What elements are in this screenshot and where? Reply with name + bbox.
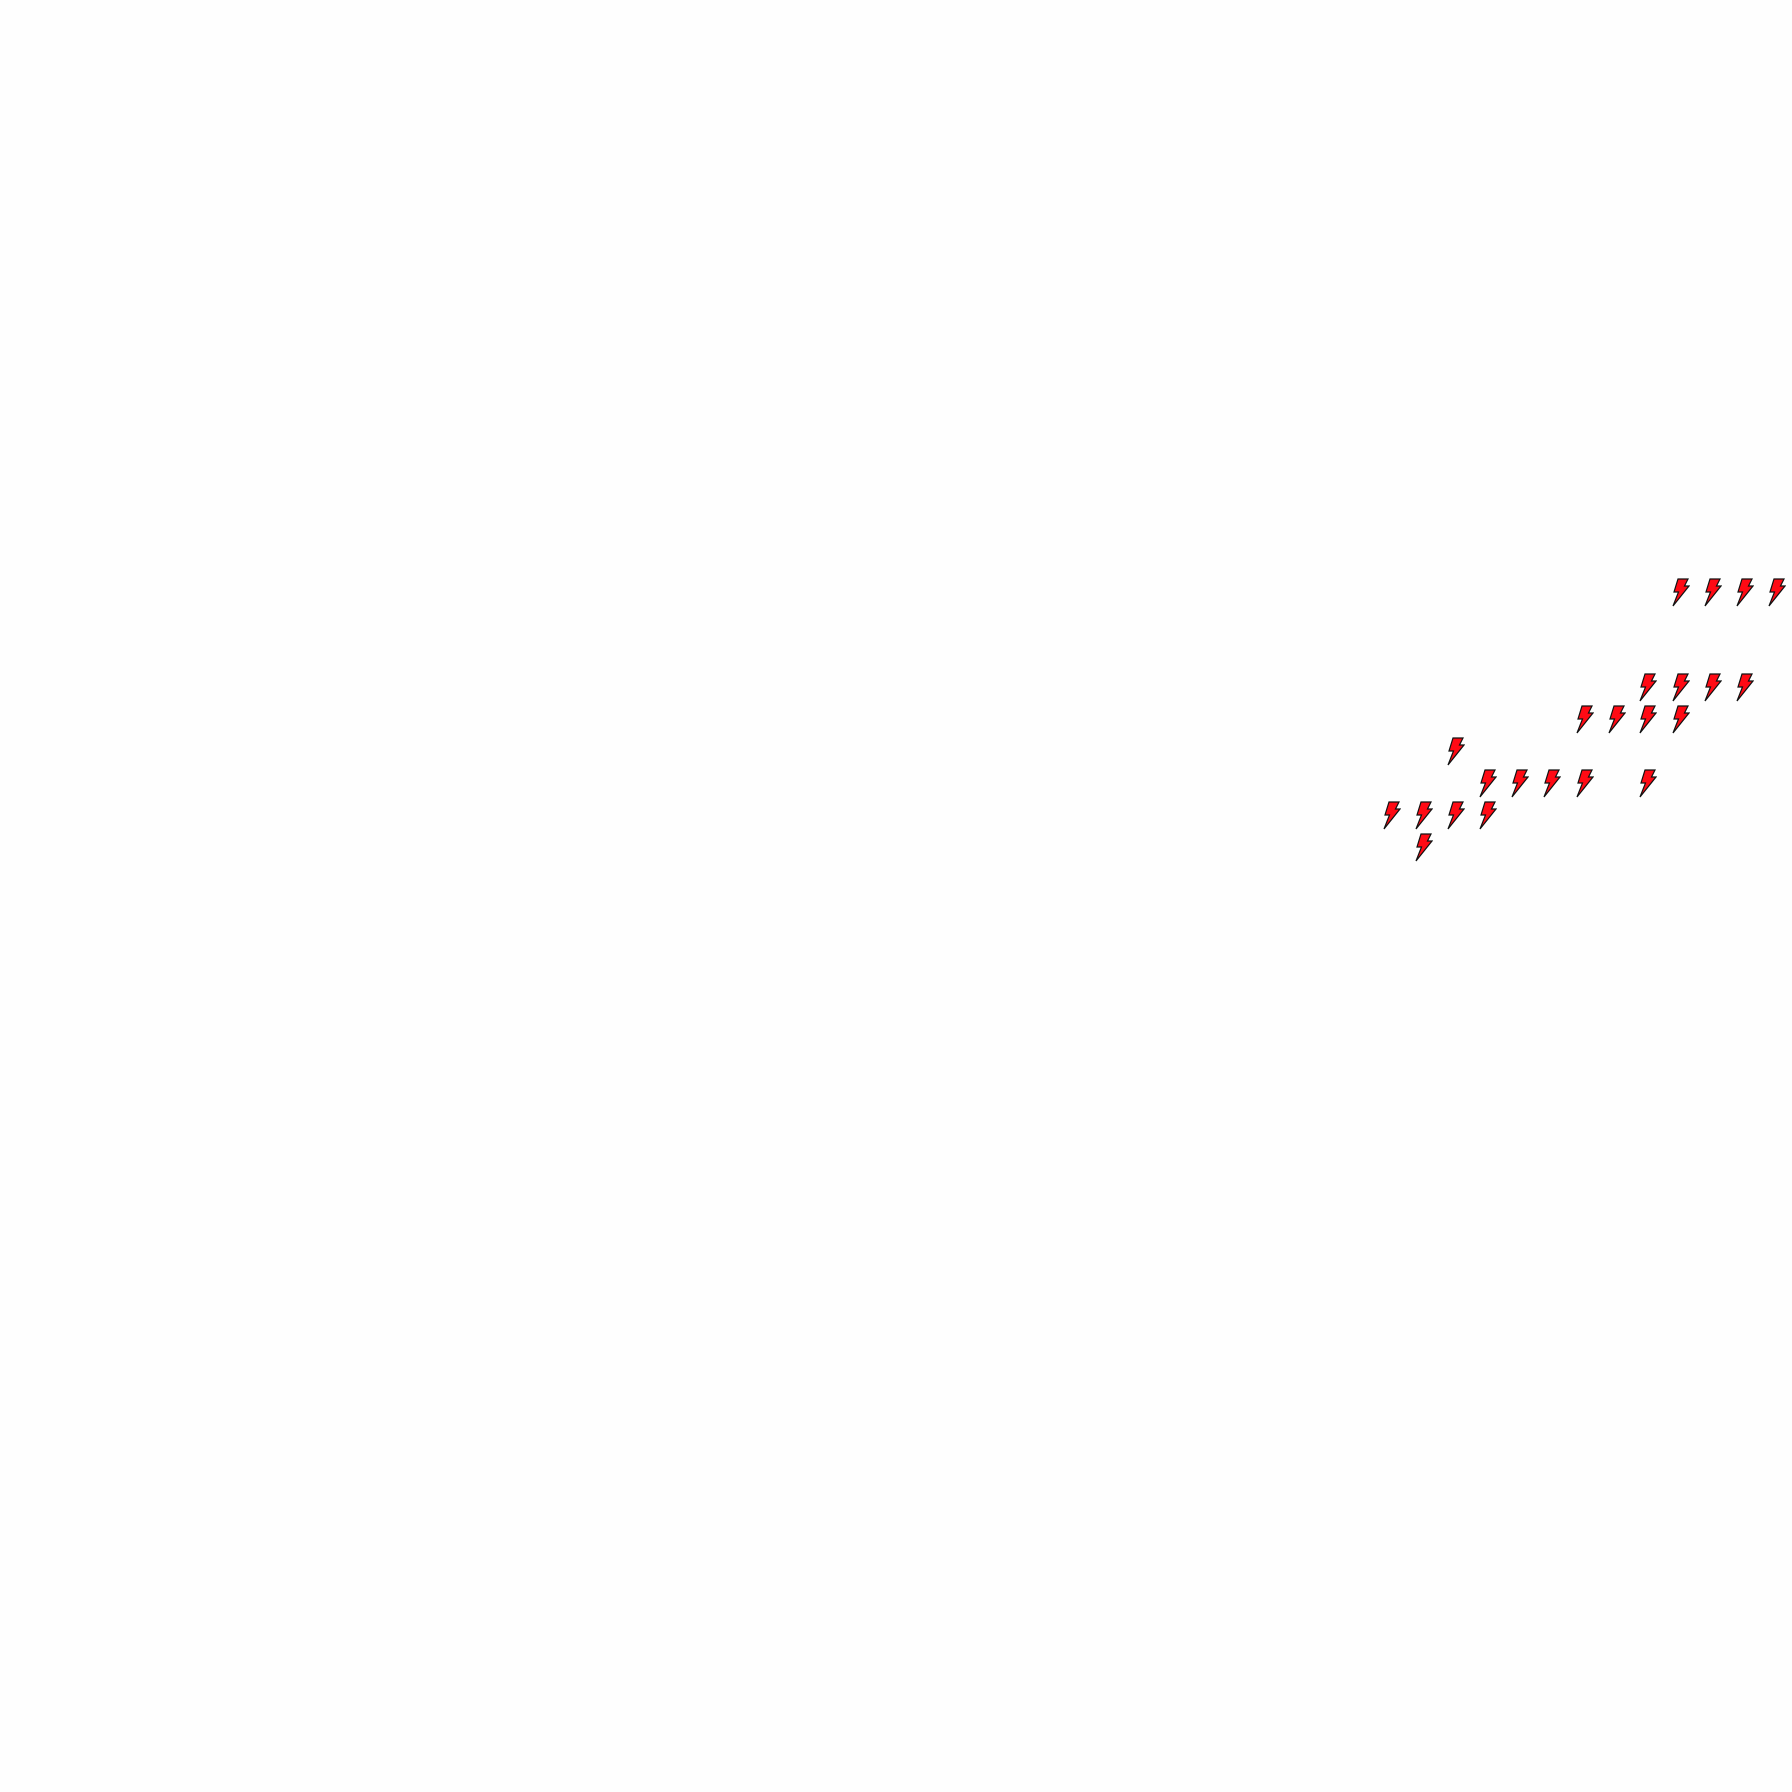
lightning-bolt-icon	[1736, 578, 1754, 607]
lightning-bolt-icon	[1576, 705, 1594, 734]
lightning-bolt-icon	[1639, 705, 1657, 734]
lightning-bolt-icon	[1672, 673, 1690, 702]
lightning-bolt-icon	[1447, 801, 1465, 830]
lightning-bolt-icon	[1608, 705, 1626, 734]
lightning-bolt-icon	[1479, 769, 1497, 798]
lightning-bolt-icon	[1704, 578, 1722, 607]
lightning-bolt-icon	[1543, 769, 1561, 798]
lightning-bolt-icon	[1672, 578, 1690, 607]
lightning-bolt-icon	[1415, 833, 1433, 862]
lightning-bolt-icon	[1415, 801, 1433, 830]
lightning-bolt-icon	[1704, 673, 1722, 702]
lightning-bolt-icon	[1447, 737, 1465, 766]
lightning-bolt-icon	[1639, 769, 1657, 798]
lightning-bolt-icon	[1576, 769, 1594, 798]
lightning-bolt-icon	[1511, 769, 1529, 798]
lightning-bolt-icon	[1479, 801, 1497, 830]
lightning-bolt-icon	[1639, 673, 1657, 702]
lightning-bolt-icon	[1736, 673, 1754, 702]
lightning-bolt-icon	[1383, 801, 1401, 830]
lightning-bolt-icon	[1672, 705, 1690, 734]
lightning-bolt-icon	[1768, 578, 1786, 607]
